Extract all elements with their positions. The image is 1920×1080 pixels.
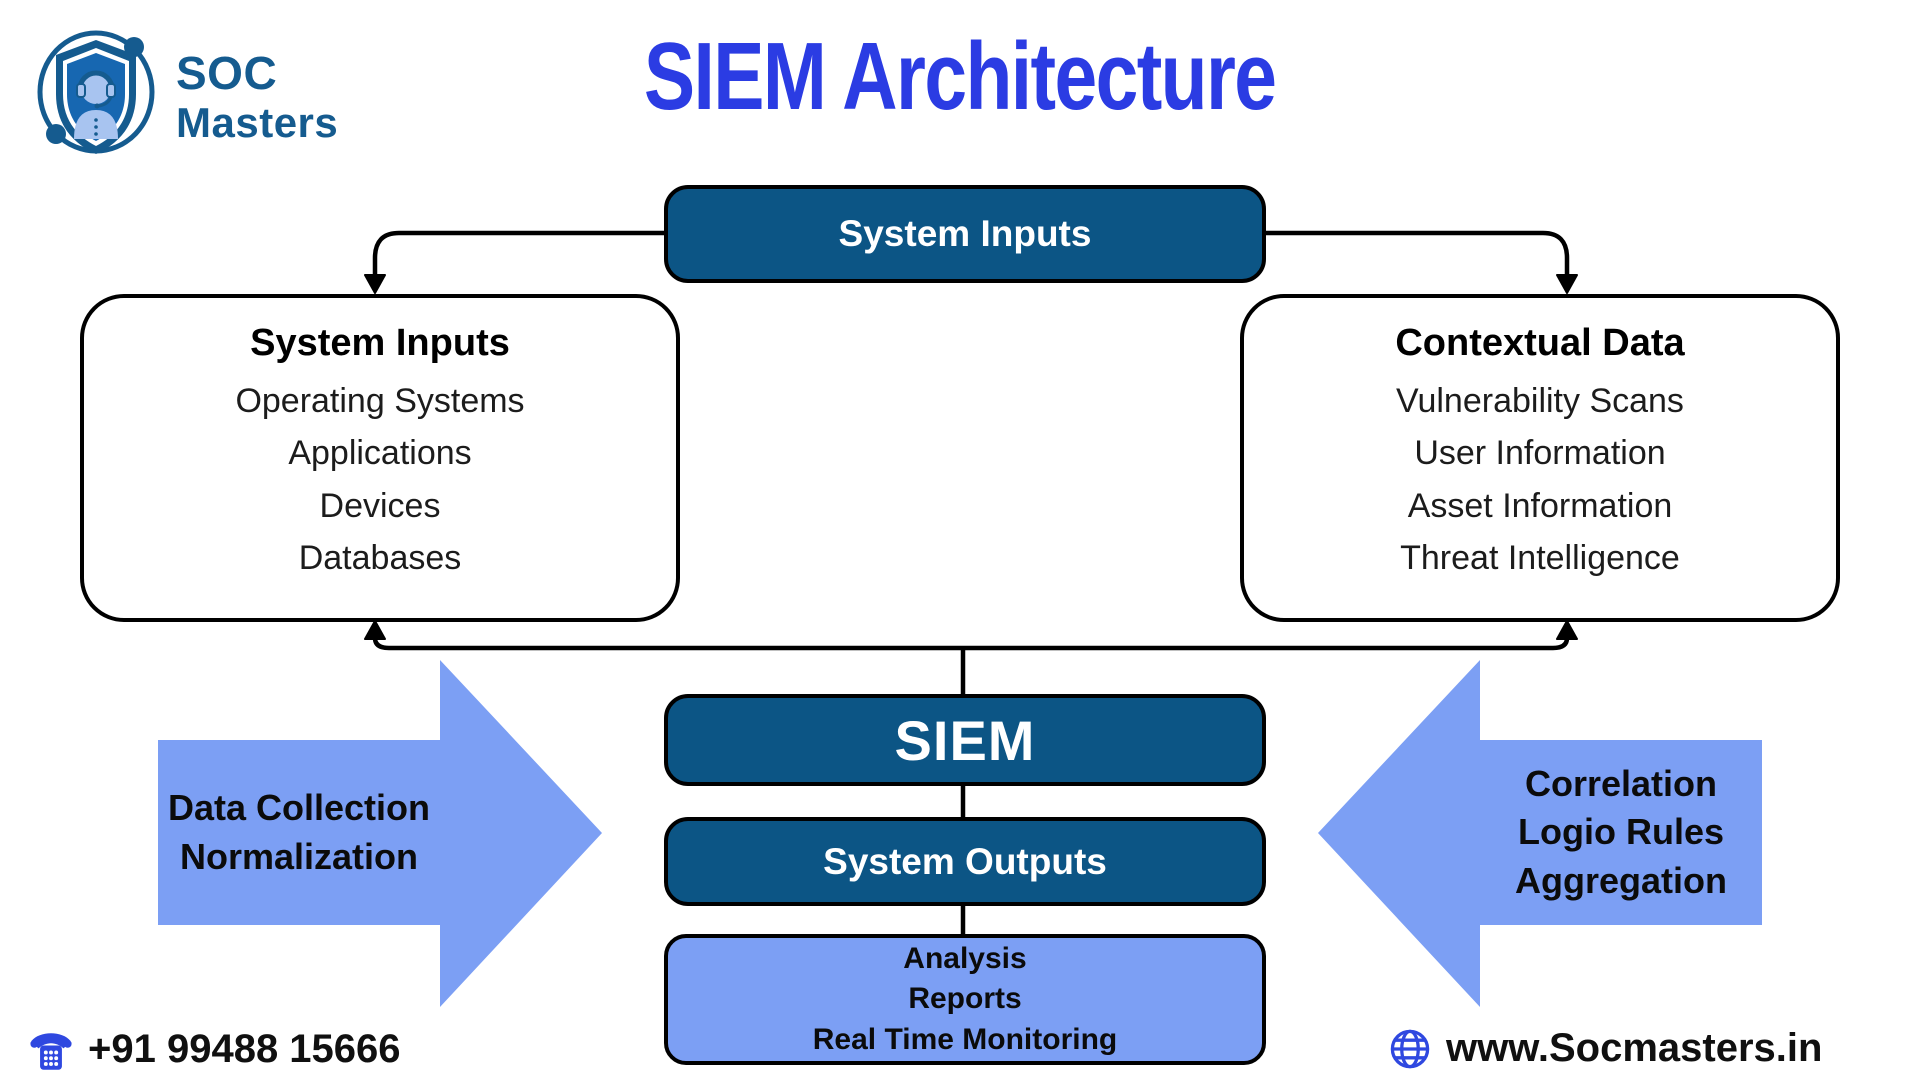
outputs-results-box: Analysis Reports Real Time Monitoring: [664, 934, 1266, 1065]
system-inputs-detail-box: System Inputs Operating Systems Applicat…: [80, 294, 680, 622]
page-title: SIEM Architecture: [644, 23, 1277, 130]
arrowhead-down-right: [1556, 274, 1578, 294]
system-inputs-item-list: Operating Systems Applications Devices D…: [84, 375, 676, 584]
arrow-text-line: Correlation: [1524, 762, 1718, 804]
list-item: Devices: [319, 486, 441, 525]
list-item: Applications: [288, 434, 472, 473]
contextual-data-item-list: Vulnerability Scans User Information Ass…: [1244, 375, 1836, 584]
system-inputs-detail-title: System Inputs: [250, 322, 510, 364]
contextual-data-box: Contextual Data Vulnerability Scans User…: [1240, 294, 1840, 622]
list-item: Databases: [298, 539, 462, 578]
soc-masters-shield-icon: [37, 30, 155, 154]
list-item: Vulnerability Scans: [1396, 382, 1684, 420]
system-outputs-box: System Outputs: [664, 817, 1266, 906]
data-collection-arrow-text: Data Collection Normalization: [158, 740, 440, 925]
list-item: Reports: [908, 982, 1022, 1016]
list-item: Threat Intelligence: [1400, 539, 1680, 578]
top-system-inputs-label: System Inputs: [838, 213, 1092, 254]
siem-label: SIEM: [894, 708, 1036, 772]
website-url: www.Socmasters.in: [1446, 1026, 1823, 1070]
header: SIEM Architecture: [0, 22, 1920, 132]
list-item: Real Time Monitoring: [812, 1022, 1118, 1056]
brand-line2: Masters: [176, 99, 339, 146]
brand-name: SOC Masters: [176, 50, 338, 144]
correlation-arrow-text: Correlation Logio Rules Aggregation: [1480, 740, 1762, 925]
brand-line1: SOC: [176, 47, 278, 99]
list-item: Analysis: [903, 941, 1027, 975]
brand-logo: SOC Masters: [30, 26, 338, 166]
connector-top-left: [372, 230, 664, 278]
arrowhead-down-left: [364, 274, 386, 294]
arrow-text-line: Data Collection: [167, 786, 431, 828]
globe-icon: [1390, 1029, 1430, 1068]
top-system-inputs-box: System Inputs: [664, 185, 1266, 283]
arrow-text-line: Logio Rules: [1518, 811, 1724, 853]
footer-phone: +91 99488 15666: [28, 1026, 401, 1072]
arrow-text-line: Aggregation: [1515, 859, 1727, 901]
contextual-data-title: Contextual Data: [1395, 322, 1685, 364]
arrow-text-line: Normalization: [179, 835, 419, 877]
arrowhead-up-left: [364, 620, 386, 640]
connector-bottom-bus: [372, 637, 1570, 651]
siem-box: SIEM: [664, 694, 1266, 786]
connector-top-right: [1266, 230, 1570, 278]
phone-icon: [30, 1033, 72, 1070]
list-item: User Information: [1414, 434, 1666, 473]
arrowhead-up-right: [1556, 620, 1578, 640]
phone-number: +91 99488 15666: [88, 1026, 401, 1071]
list-item: Asset Information: [1407, 486, 1673, 525]
system-outputs-label: System Outputs: [823, 840, 1107, 882]
footer-website: www.Socmasters.in: [1388, 1026, 1822, 1071]
list-item: Operating Systems: [235, 382, 525, 420]
